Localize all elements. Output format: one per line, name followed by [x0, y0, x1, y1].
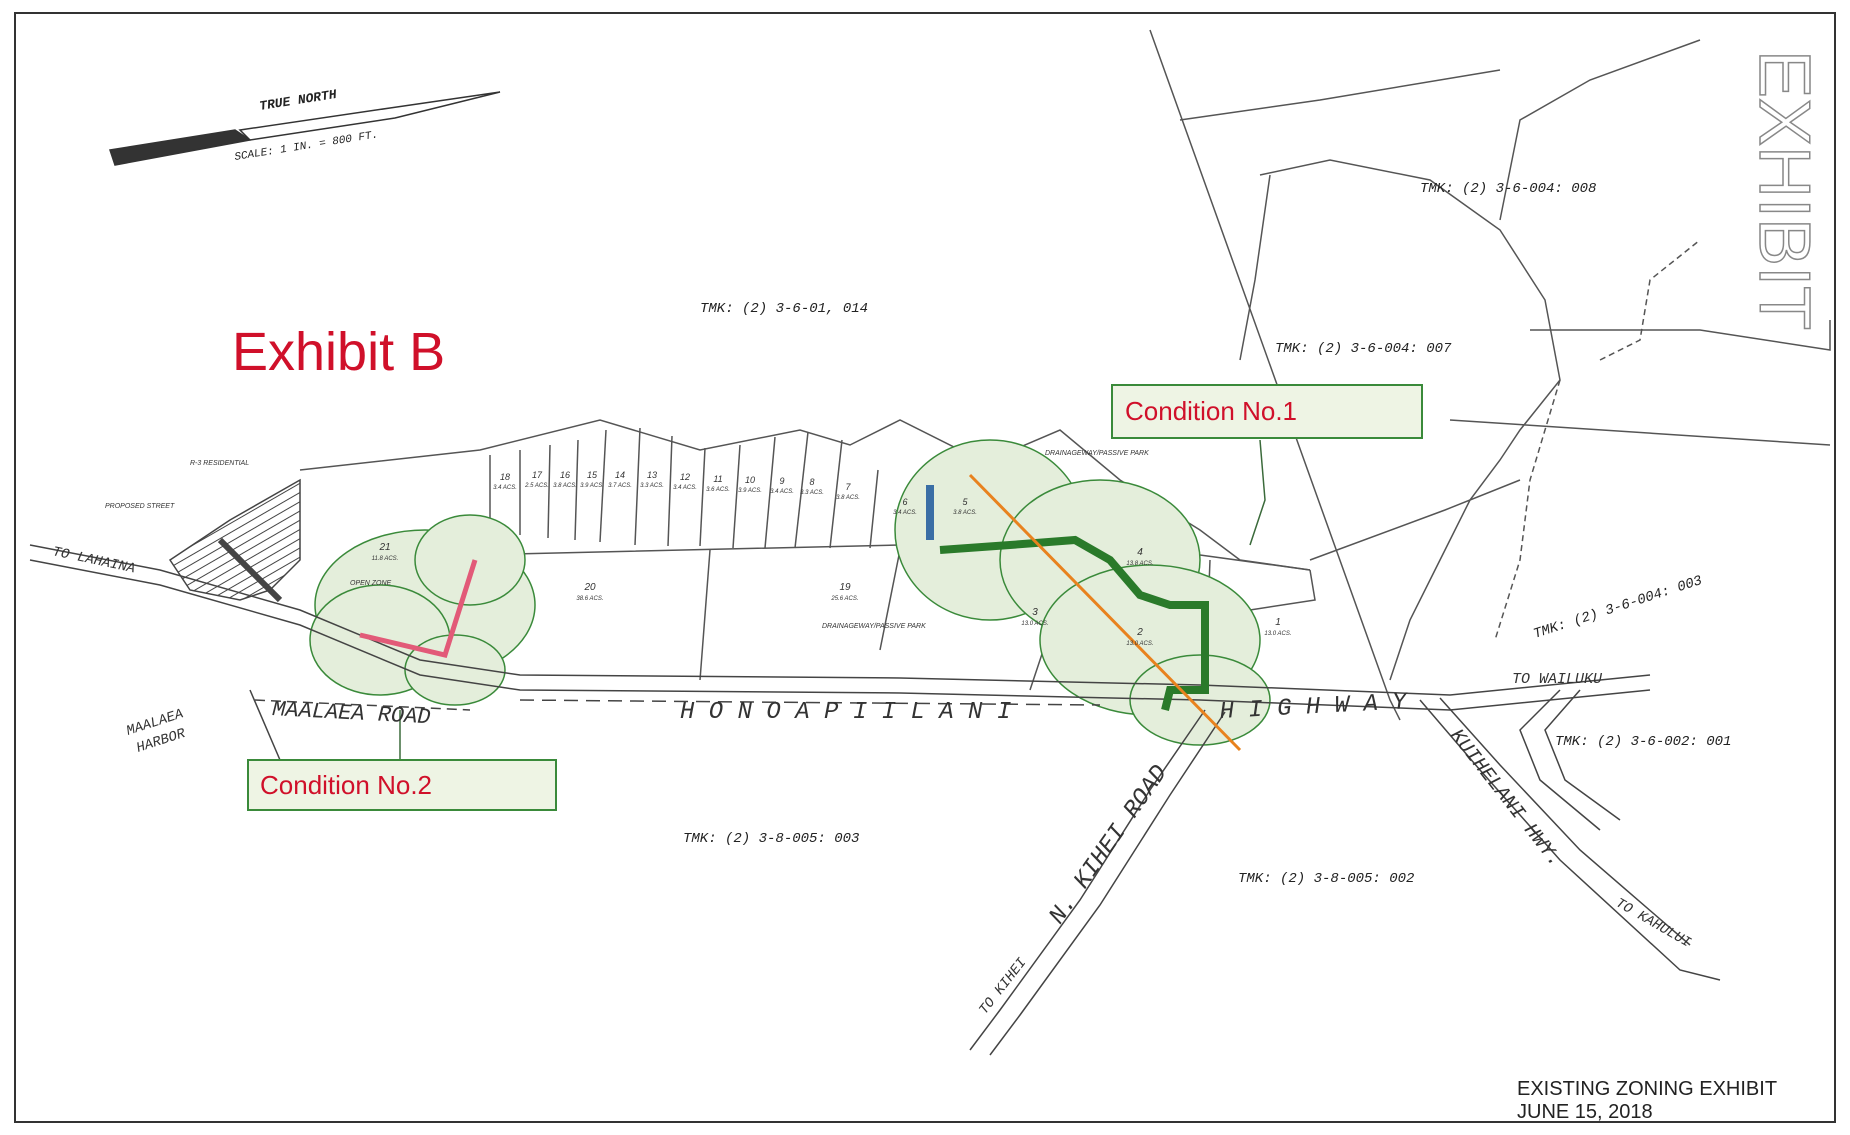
- north-arrow-dark: [109, 129, 252, 166]
- true-north-label: TRUE NORTH: [258, 87, 338, 114]
- to-kihei-label: TO KIHEI: [976, 955, 1030, 1018]
- exhibit-heading: Exhibit B: [232, 322, 445, 382]
- condition2-callout: Condition No.2: [247, 759, 557, 811]
- lot-acreage-10: 3.9 ACS.: [738, 488, 762, 494]
- lot-acreage-2: 13.0 ACS.: [1126, 641, 1153, 647]
- parcel-003a: TMK: (2) 3-6-004: 003: [1532, 573, 1705, 643]
- parcel-002: TMK: (2) 3-8-005: 002: [1238, 871, 1414, 887]
- parcel-labels: TMK: (2) 3-6-01, 014 TMK: (2) 3-6-004: 0…: [683, 181, 1731, 887]
- lot-acreage-19: 25.6 ACS.: [830, 596, 858, 602]
- lot-acreage-16: 3.8 ACS.: [553, 483, 577, 489]
- parcel-003b: TMK: (2) 3-8-005: 003: [683, 831, 859, 847]
- lot-number-16: 16: [560, 470, 570, 480]
- lot-number-12: 12: [680, 472, 690, 482]
- lot-number-3: 3: [1032, 607, 1038, 618]
- maalaea-road-label: MAALAEA ROAD: [272, 697, 432, 730]
- lot-acreage-12: 3.4 ACS.: [673, 485, 697, 491]
- n-kihei-road-label: N. KIHEI ROAD: [1044, 761, 1174, 930]
- lot-number-14: 14: [615, 470, 625, 480]
- kuihelani-label: KUIHELANI HWY.: [1444, 725, 1566, 872]
- footer-date: JUNE 15, 2018: [1517, 1101, 1653, 1123]
- parcel-008: TMK: (2) 3-6-004: 008: [1420, 181, 1596, 197]
- exhibit-watermark: EXHIBIT: [1744, 50, 1824, 330]
- lot-number-13: 13: [647, 470, 657, 480]
- lot-acreage-6: 3.4 ACS.: [893, 510, 917, 516]
- condition1-label: Condition No.1: [1125, 396, 1297, 426]
- lot-acreage-11: 3.6 ACS.: [706, 487, 730, 493]
- roads: [29, 544, 1721, 1056]
- lot-number-8: 8: [809, 477, 814, 487]
- lot-acreage-13: 3.3 ACS.: [640, 483, 664, 489]
- small-labels: R-3 RESIDENTIAL PROPOSED STREET OPEN ZON…: [105, 450, 1149, 630]
- parcel-boundaries: [1149, 29, 1831, 721]
- north-arrow: TRUE NORTH SCALE: 1 IN. = 800 FT.: [109, 87, 501, 166]
- proposed-street-line: [217, 537, 283, 603]
- condition2-label: Condition No.2: [260, 770, 432, 800]
- lot-acreage-7: 3.8 ACS.: [836, 495, 860, 501]
- lot-number-21: 21: [378, 542, 390, 553]
- footer-title: EXISTING ZONING EXHIBIT: [1517, 1078, 1777, 1100]
- lot-acreage-4: 13.8 ACS.: [1126, 561, 1153, 567]
- lot-number-20: 20: [583, 582, 596, 593]
- lot-acreage-17: 2.5 ACS.: [524, 483, 549, 489]
- condition1-box: [1111, 384, 1423, 439]
- lot-acreage-21: 11.8 ACS.: [372, 556, 399, 562]
- lot-acreage-14: 3.7 ACS.: [608, 483, 632, 489]
- lot-labels: 183.4 ACS.172.5 ACS.163.8 ACS.153.9 ACS.…: [372, 470, 1292, 647]
- residential-hatch: [168, 478, 301, 601]
- lot-acreage-18: 3.4 ACS.: [493, 485, 517, 491]
- lot-number-11: 11: [713, 474, 722, 484]
- to-kahului-label: TO KAHULUI: [1613, 895, 1694, 951]
- open-zone-label: OPEN ZONE: [350, 580, 392, 587]
- lot-number-1: 1: [1275, 617, 1281, 628]
- lot-number-5: 5: [962, 497, 968, 507]
- lot-number-9: 9: [779, 476, 784, 486]
- parcel-014: TMK: (2) 3-6-01, 014: [700, 301, 868, 317]
- lot-acreage-5: 3.8 ACS.: [953, 510, 977, 516]
- lot-acreage-1: 13.0 ACS.: [1264, 631, 1291, 637]
- condition2-box: [247, 759, 557, 811]
- lot-number-6: 6: [902, 497, 907, 507]
- lot-number-19: 19: [839, 582, 851, 593]
- lot-number-18: 18: [500, 472, 510, 482]
- green-line: [939, 535, 1209, 711]
- parcel-007: TMK: (2) 3-6-004: 007: [1275, 341, 1452, 357]
- scale-label: SCALE: 1 IN. = 800 FT.: [234, 129, 379, 164]
- lot-acreage-20: 38.6 ACS.: [576, 596, 603, 602]
- lot-number-4: 4: [1137, 547, 1143, 558]
- orange-line: [968, 473, 1242, 752]
- lot-acreage-3: 13.0 ACS.: [1021, 621, 1048, 627]
- lot-number-10: 10: [745, 475, 755, 485]
- lot-number-17: 17: [532, 470, 543, 480]
- north-arrow-outline: [238, 91, 501, 141]
- lot-acreage-9: 3.4 ACS.: [770, 489, 794, 495]
- map-frame: [14, 12, 1836, 1123]
- condition1-callout: Condition No.1: [1111, 384, 1423, 439]
- lot-number-15: 15: [587, 470, 598, 480]
- drainage-upper-label: DRAINAGEWAY/PASSIVE PARK: [1045, 450, 1149, 457]
- to-wailuku-label: TO WAILUKU: [1512, 671, 1603, 688]
- parcel-001: TMK: (2) 3-6-002: 001: [1555, 734, 1731, 750]
- callout1-leader: [1249, 439, 1266, 546]
- honoapiilani-label: H O N O A P I I L A N I: [680, 699, 1011, 726]
- pink-line: [359, 559, 478, 658]
- lot-number-2: 2: [1136, 627, 1143, 638]
- lot-number-7: 7: [845, 482, 851, 492]
- proposed-street-label: PROPOSED STREET: [105, 503, 175, 510]
- drainage-lower-label: DRAINAGEWAY/PASSIVE PARK: [822, 623, 926, 630]
- lot-acreage-8: 3.3 ACS.: [800, 490, 824, 496]
- lot-acreage-15: 3.9 ACS.: [580, 483, 604, 489]
- residential-label: R-3 RESIDENTIAL: [190, 460, 249, 467]
